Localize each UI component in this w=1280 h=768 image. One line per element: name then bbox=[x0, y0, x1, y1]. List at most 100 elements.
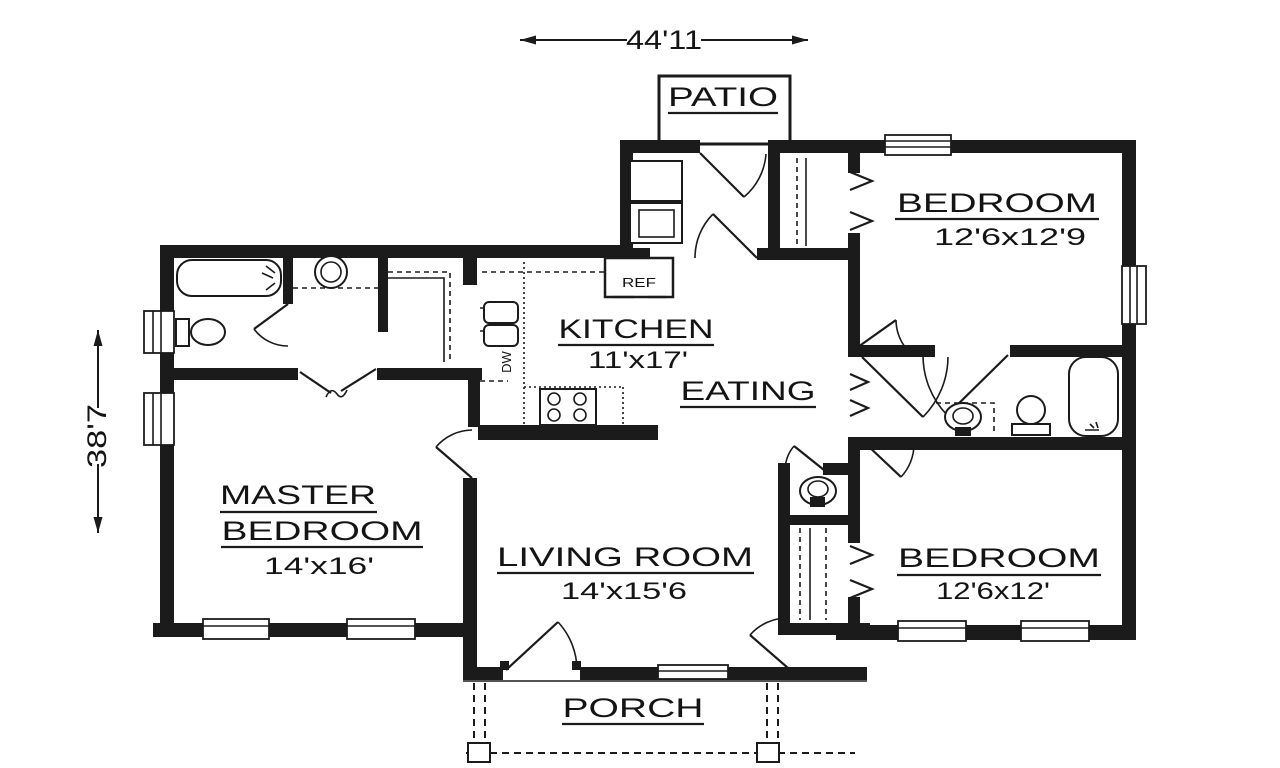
room-label-master-line1: MASTER bbox=[220, 480, 376, 510]
patio-door-icon bbox=[699, 152, 767, 198]
wall-bedroom-tr-left-a bbox=[848, 153, 860, 173]
wall-kitchen-stub bbox=[463, 253, 477, 285]
arrow-right-icon bbox=[792, 35, 808, 45]
wall-wc-bottom bbox=[778, 515, 848, 525]
pantry-rod-line bbox=[796, 158, 807, 246]
window-icon bbox=[346, 618, 416, 640]
sink-icon bbox=[293, 255, 378, 289]
sink-icon bbox=[1011, 395, 1051, 436]
utility-door-icon bbox=[694, 213, 758, 259]
room-label-kitchen: KITCHEN bbox=[559, 314, 714, 344]
room-label-living: LIVING ROOM bbox=[497, 542, 753, 572]
window-icon bbox=[1020, 620, 1090, 642]
wall-bath1-bottom bbox=[174, 368, 298, 380]
dimension-height: 38'7 bbox=[82, 330, 112, 533]
porch-post bbox=[467, 742, 491, 763]
wall-bath2-top-a bbox=[848, 345, 935, 357]
room-size-kitchen: 11'x17' bbox=[588, 347, 688, 374]
room-size-master: 14'x16' bbox=[264, 553, 374, 580]
closet-rod-line bbox=[388, 271, 451, 362]
room-label-porch: PORCH bbox=[563, 693, 704, 723]
wall-bath1-divider2 bbox=[378, 258, 388, 332]
wall-master-bottom-exterior bbox=[153, 623, 477, 637]
room-label-eating: EATING bbox=[681, 376, 816, 406]
arrow-left-icon bbox=[520, 35, 536, 45]
wall-master-living-divider bbox=[463, 478, 477, 680]
opening-chevrons-bedroom-br bbox=[849, 544, 875, 600]
hall-living-door-icon bbox=[435, 429, 473, 479]
closet-door-icon bbox=[749, 617, 789, 669]
wall-kitchen-bottom bbox=[478, 425, 658, 440]
patio-outline bbox=[657, 74, 792, 146]
counter-edge-line bbox=[524, 386, 624, 425]
wall-bedroom-br-left-a bbox=[848, 437, 860, 543]
wall-wc-left bbox=[778, 463, 790, 635]
wall-utility-right bbox=[768, 153, 780, 248]
arrow-up-icon bbox=[93, 330, 103, 346]
window-icon bbox=[897, 620, 967, 642]
wc-door-icon bbox=[784, 445, 825, 471]
closet-rod-line bbox=[799, 528, 827, 620]
room-label-bedroom-br: BEDROOM bbox=[898, 543, 1100, 573]
room-size-living: 14'x15'6 bbox=[561, 578, 687, 605]
window-icon bbox=[202, 618, 270, 640]
front-door-icon bbox=[500, 621, 581, 671]
wall-bath1-divider1 bbox=[283, 258, 293, 304]
bathroom2-fixtures bbox=[936, 356, 1119, 437]
window-icon bbox=[657, 664, 729, 680]
wall-wc-top bbox=[823, 463, 848, 475]
wall-hall-living bbox=[468, 380, 480, 427]
window-icon bbox=[143, 392, 175, 446]
room-label-bedroom-tr: BEDROOM bbox=[897, 188, 1097, 218]
porch-edge-left bbox=[473, 683, 486, 741]
toilet-icon bbox=[936, 402, 995, 436]
bath2-door-icon bbox=[861, 356, 949, 418]
toilet-icon bbox=[799, 476, 837, 507]
bedroom-br-door-icon bbox=[865, 443, 915, 478]
bathtub-icon bbox=[176, 259, 282, 297]
kitchen-sink-icon bbox=[480, 301, 519, 347]
porch-structure bbox=[463, 680, 867, 763]
porch-post bbox=[756, 742, 780, 763]
doors bbox=[253, 152, 1009, 671]
dryer-icon bbox=[629, 202, 683, 244]
bathroom1-door-icon bbox=[253, 303, 289, 347]
washer-icon bbox=[626, 160, 683, 202]
dimension-width: 44'11 bbox=[520, 25, 808, 55]
bathtub-icon bbox=[1068, 356, 1119, 437]
wall-top-exterior-b bbox=[768, 140, 1136, 153]
wall-bath2-top-b bbox=[1010, 345, 1122, 357]
room-size-bedroom-tr: 12'6x12'9 bbox=[934, 224, 1086, 251]
porch-edge-right bbox=[766, 683, 779, 741]
arrow-down-icon bbox=[93, 517, 103, 533]
bathroom1-fixtures bbox=[175, 255, 451, 362]
master-double-door-icon bbox=[299, 368, 377, 398]
patio-slab bbox=[657, 74, 792, 146]
wall-top-exterior-a bbox=[620, 140, 700, 153]
window-icon bbox=[143, 310, 175, 354]
dimension-width-label: 44'11 bbox=[626, 25, 702, 55]
opening-chevrons-bedroom-tr bbox=[849, 170, 875, 232]
window-icon bbox=[884, 134, 952, 156]
bedroom-tr-door-icon bbox=[857, 319, 906, 348]
room-size-bedroom-br: 12'6x12' bbox=[936, 578, 1050, 605]
kitchen-fixtures bbox=[480, 158, 807, 426]
room-label-master-line2: BEDROOM bbox=[222, 516, 423, 546]
room-labels: PATIO BEDROOM 12'6x12'9 KITCHEN 11'x17' … bbox=[220, 82, 1101, 726]
wall-bedroom-tr-left-b bbox=[848, 233, 860, 347]
wc-fixtures bbox=[799, 476, 837, 620]
refrigerator-icon bbox=[603, 256, 675, 299]
windows bbox=[143, 134, 1147, 680]
wall-bottom-bedroom-exterior bbox=[836, 625, 1136, 640]
dimension-height-label: 38'7 bbox=[82, 404, 112, 468]
wall-right-exterior bbox=[1122, 140, 1136, 640]
toilet-icon bbox=[175, 318, 226, 347]
room-label-patio: PATIO bbox=[668, 82, 778, 112]
window-icon bbox=[1121, 265, 1147, 325]
wall-hall-closet-bottom bbox=[778, 623, 870, 635]
wall-bedroom-br-left-b bbox=[848, 597, 860, 625]
opening-chevrons-eating-hall bbox=[849, 372, 871, 418]
stove-icon bbox=[539, 388, 597, 426]
